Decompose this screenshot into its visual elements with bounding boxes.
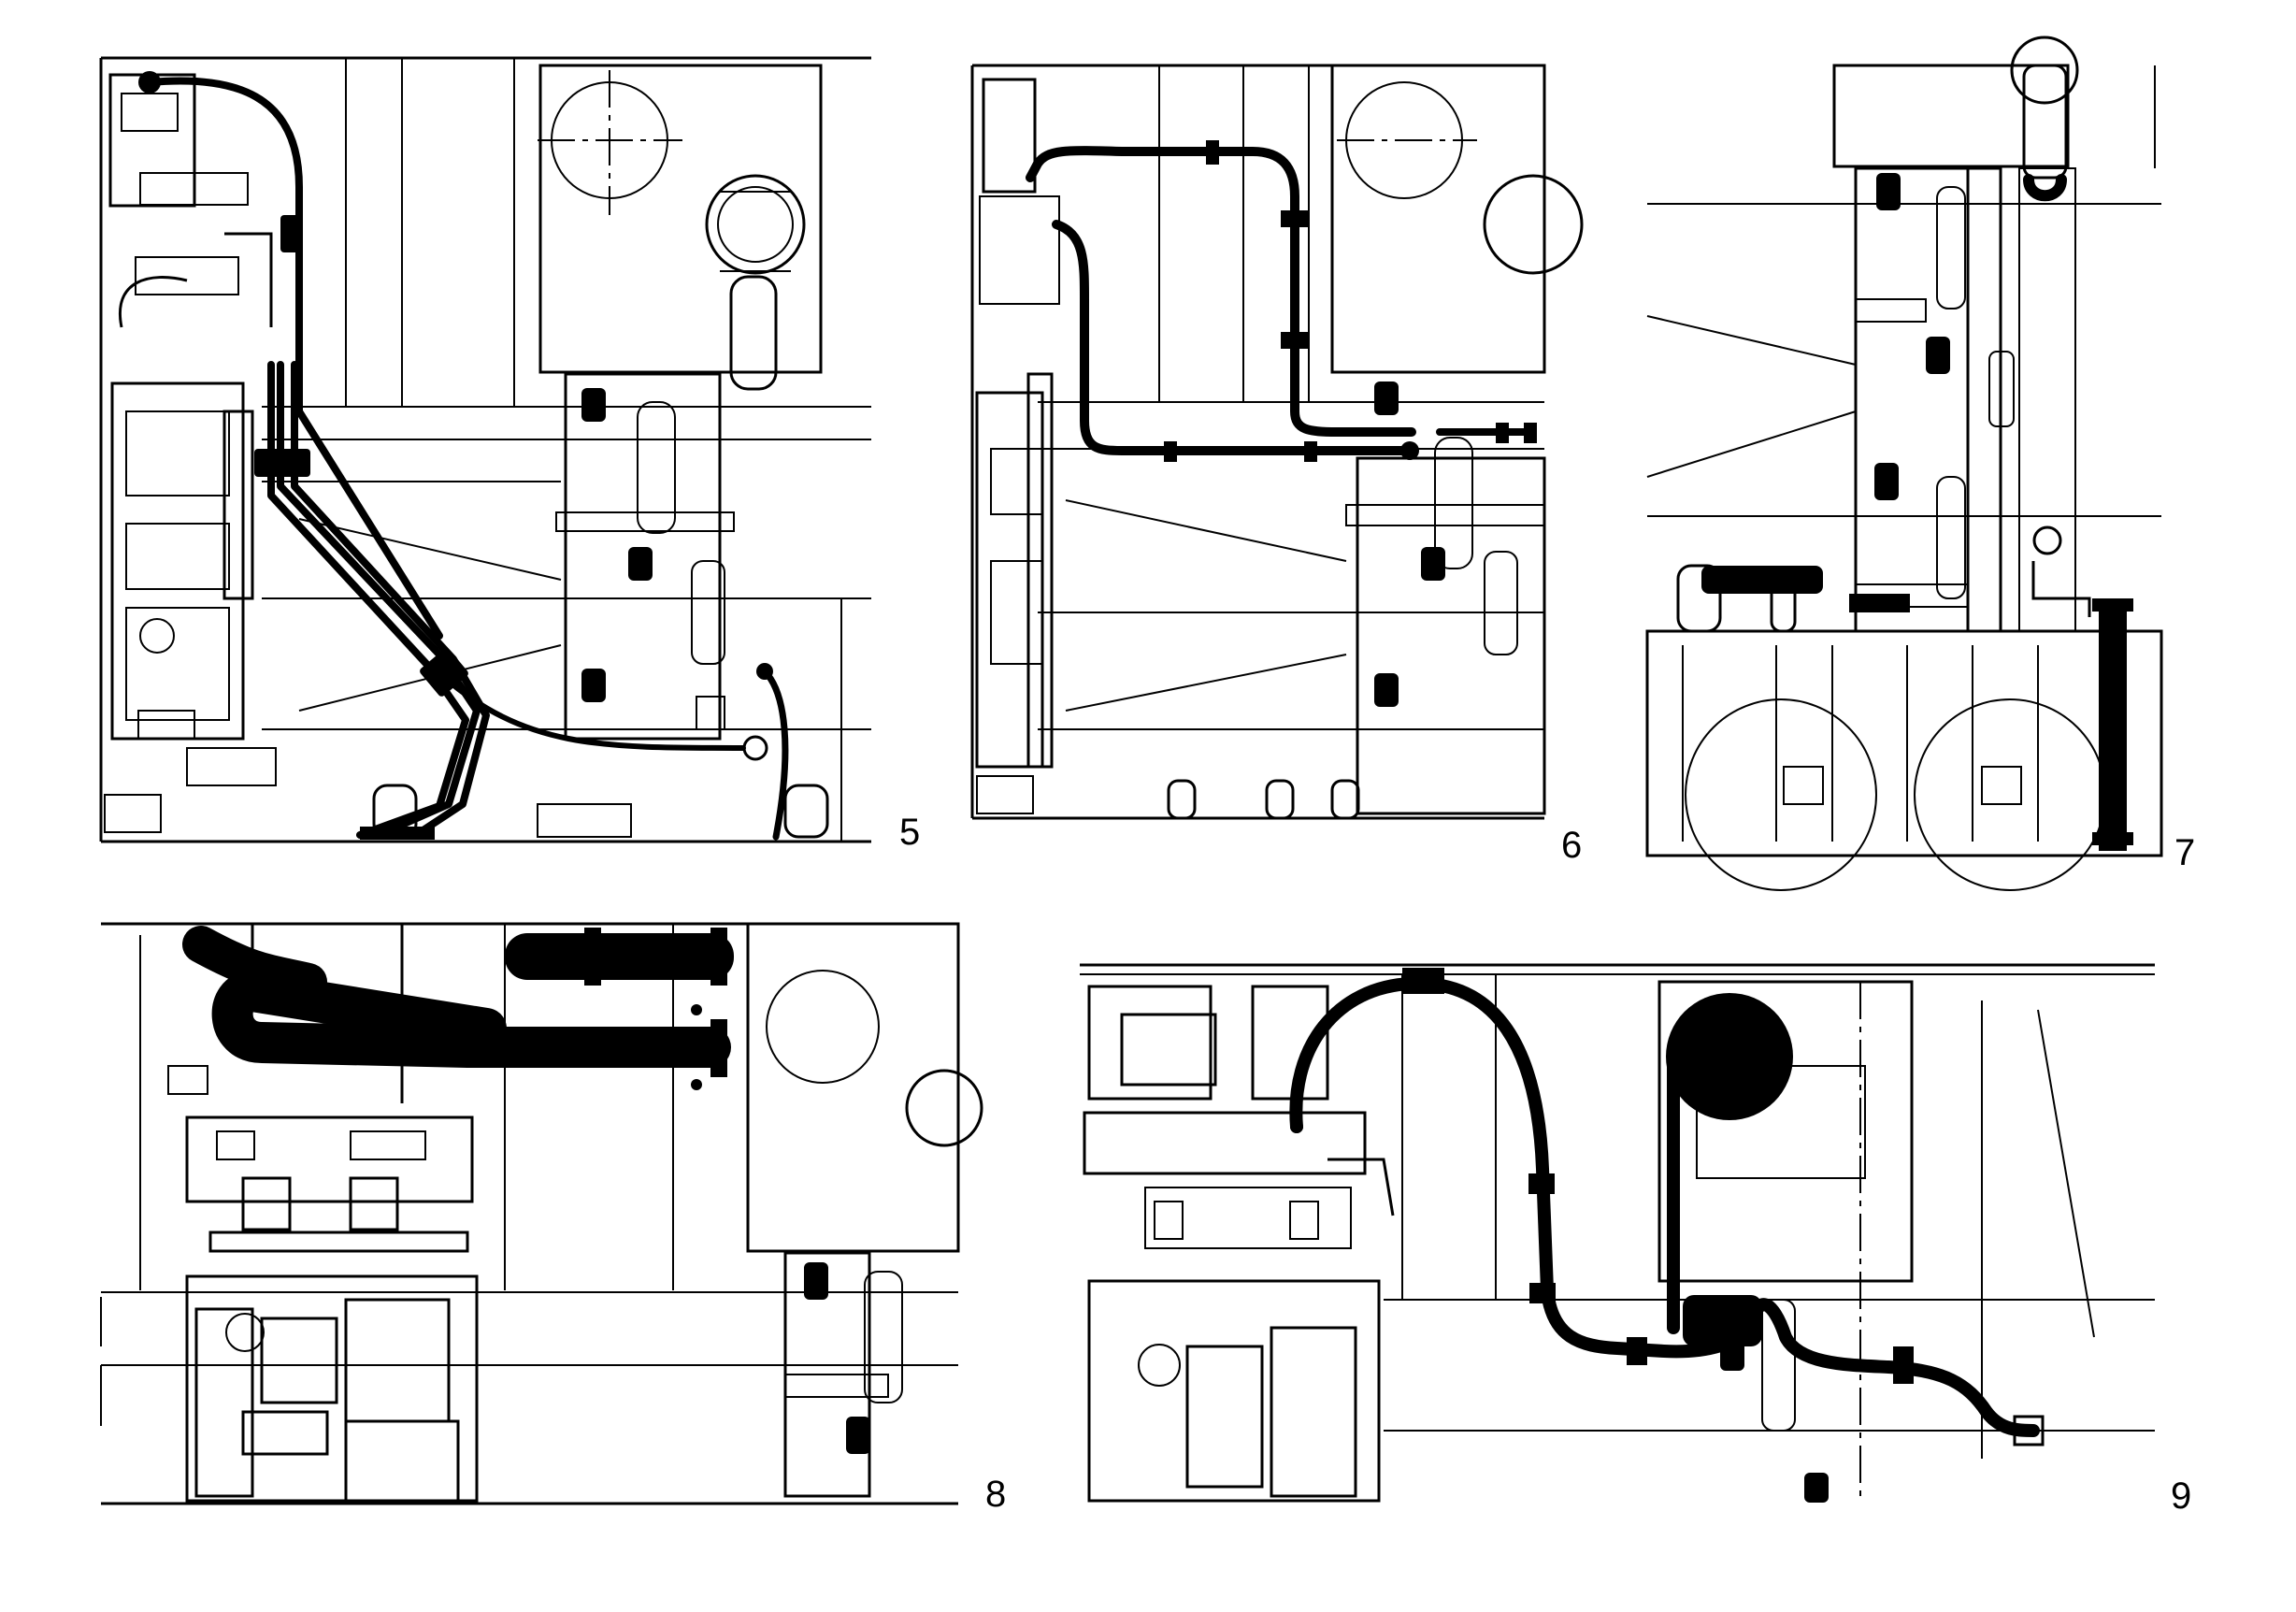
figure-number-8: 8 <box>985 1474 1007 1515</box>
engine-detail <box>975 78 1360 820</box>
hose-route <box>1026 140 1537 462</box>
valve-icon <box>804 1262 870 1454</box>
engine-detail <box>104 73 277 833</box>
hose-route <box>1701 174 2133 851</box>
engine-detail <box>100 1065 479 1503</box>
figure-number-6: 6 <box>1561 825 1583 866</box>
figure-6-drawing <box>970 64 1584 820</box>
hose-route <box>182 924 734 1103</box>
valve-icon <box>1374 381 1445 707</box>
hose-route <box>138 71 789 841</box>
figure-5-drawing <box>99 56 871 843</box>
engine-detail <box>1083 985 1395 1503</box>
figure-number-7: 7 <box>2174 832 2196 873</box>
figure-9-drawing <box>1080 963 2155 1504</box>
valve-icon <box>581 388 653 702</box>
figure-number-9: 9 <box>2171 1475 2192 1517</box>
figure-number-5: 5 <box>899 812 921 853</box>
valve-icon <box>1874 173 1950 500</box>
hose-route <box>1289 968 2045 1446</box>
figure-8-drawing <box>100 922 983 1505</box>
figure-7-drawing <box>1645 36 2163 891</box>
